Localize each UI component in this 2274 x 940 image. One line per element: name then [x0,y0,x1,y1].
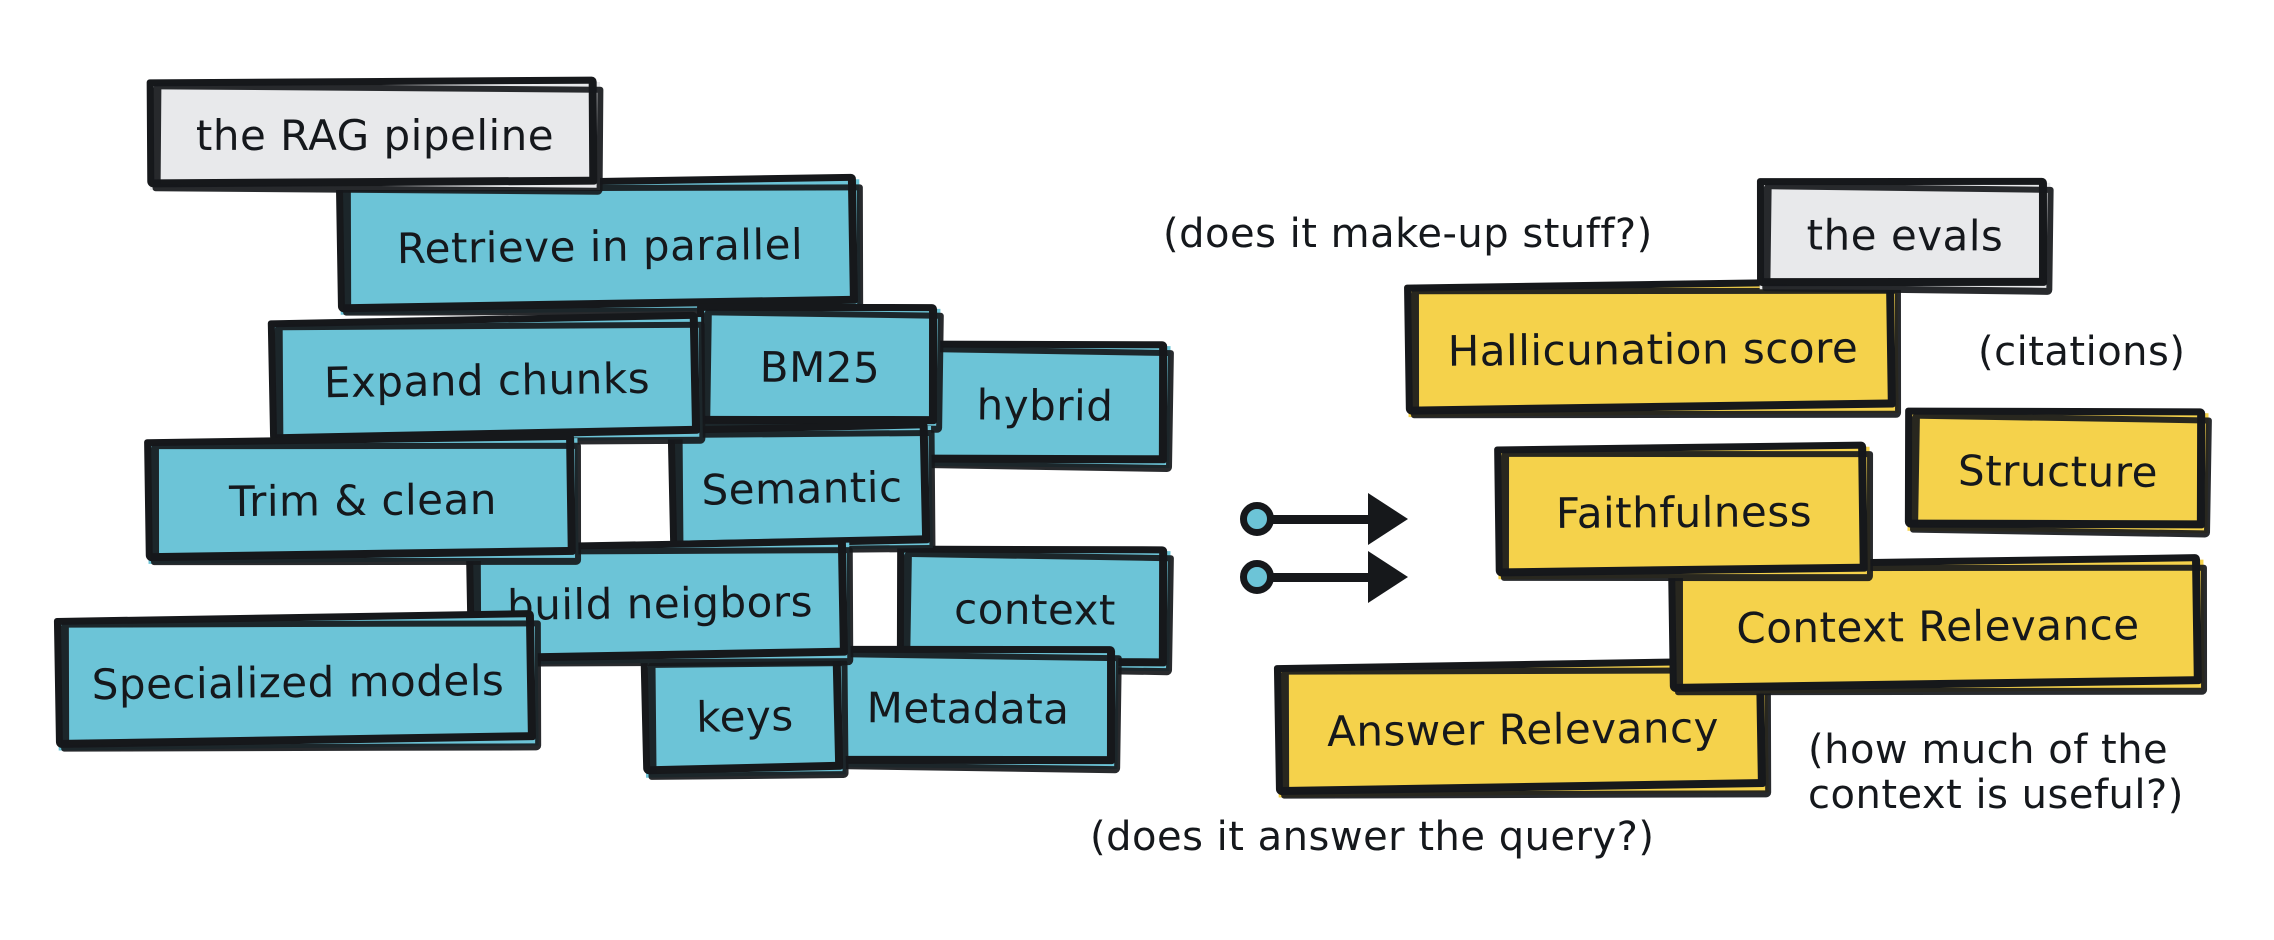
pipeline-title-box[interactable]: the RAG pipeline [146,76,604,195]
pipeline-node-hybrid[interactable]: hybrid [916,340,1174,473]
evals-node-label: Context Relevance [1736,600,2140,653]
pipeline-node-semantic[interactable]: Semantic [667,421,936,554]
evals-node-label: Hallicunation score [1447,323,1859,376]
pipeline-node-label: Expand chunks [323,353,651,408]
annotation-citations: (citations) [1978,329,2186,375]
arrow-shaft-icon [1268,573,1378,582]
evals-node-label: Structure [1957,446,2159,497]
evals-node-label: Faithfulness [1555,487,1813,538]
pipeline-node-label: Specialized models [91,655,505,710]
annotation-context-useful: (how much of the context is useful?) [1808,727,2184,818]
pipeline-node-label: Retrieve in parallel [396,219,804,274]
pipeline-node-expand-chunks[interactable]: Expand chunks [267,311,706,447]
arrow-head-icon [1368,493,1408,545]
evals-node-hallucination-score[interactable]: Hallicunation score [1404,277,1902,419]
arrow-head-icon [1368,551,1408,603]
annotation-make-up-stuff: (does it make-up stuff?) [1163,211,1653,257]
pipeline-node-label: Metadata [866,683,1070,734]
annotation-answer-the-query: (does it answer the query?) [1090,814,1655,860]
evals-title-box[interactable]: the evals [1756,177,2054,295]
pipeline-node-trim-and-clean[interactable]: Trim & clean [144,432,582,566]
evals-node-faithfulness[interactable]: Faithfulness [1494,441,1874,582]
pipeline-node-keys[interactable]: keys [640,651,849,780]
evals-node-structure[interactable]: Structure [1904,407,2212,538]
pipeline-node-label: Trim & clean [228,474,498,527]
pipeline-node-label: Semantic [701,462,903,515]
pipeline-node-label: keys [695,691,795,742]
pipeline-node-bm25[interactable]: BM25 [696,303,944,433]
pipeline-node-label: BM25 [759,342,881,393]
pipeline-node-label: context [953,584,1117,635]
evals-node-label: Answer Relevancy [1326,702,1720,757]
pipeline-node-label: hybrid [976,380,1114,431]
pipeline-node-label: build neigbors [506,577,814,630]
evals-arrow-bottom [1240,551,1440,603]
evals-title-label: the evals [1806,210,2004,261]
pipeline-title-label: the RAG pipeline [195,111,555,160]
evals-node-context-relevance[interactable]: Context Relevance [1668,554,2208,696]
arrow-shaft-icon [1268,515,1378,524]
pipeline-node-specialized-models[interactable]: Specialized models [53,610,542,752]
evals-arrow-top [1240,493,1440,545]
pipeline-node-metadata[interactable]: Metadata [814,645,1122,774]
pipeline-node-retrieve-in-parallel[interactable]: Retrieve in parallel [335,173,864,316]
